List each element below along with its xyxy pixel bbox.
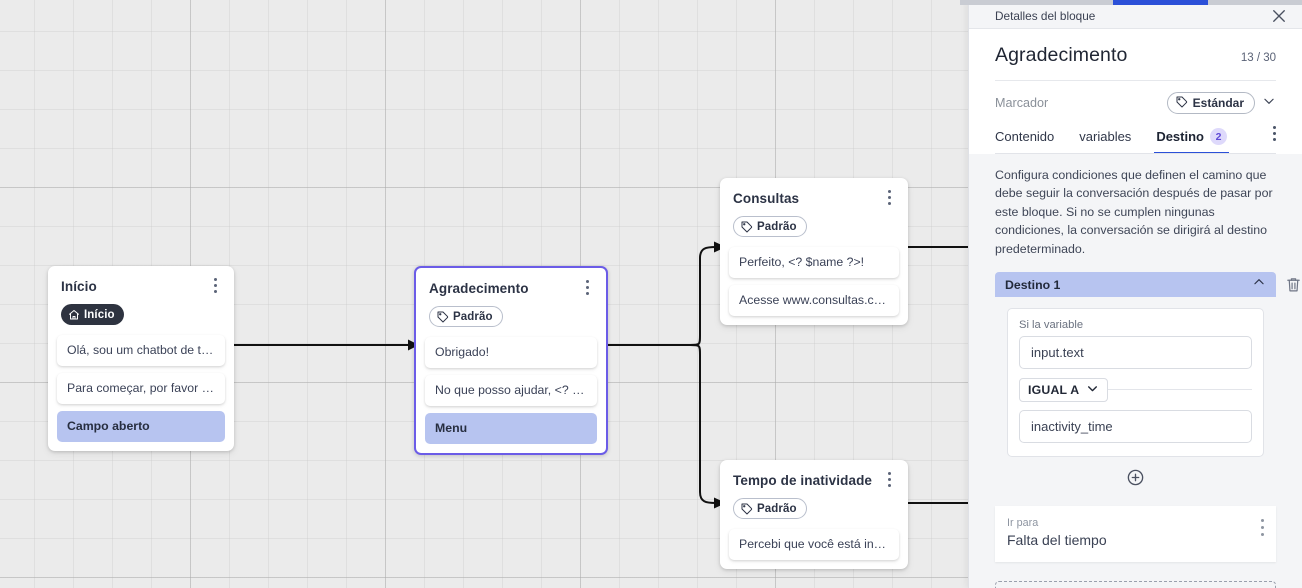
node-item[interactable]: Perfeito, <? $name ?>!: [729, 246, 899, 278]
node-badge-label: Padrão: [757, 220, 797, 233]
condition-box: Si la variable input.text IGUAL A inacti…: [1007, 308, 1264, 458]
home-icon: [68, 309, 80, 321]
panel-body: Agradecimento 13 / 30 Marcador Estándar: [969, 29, 1302, 154]
node-title: Início: [61, 279, 97, 294]
goto-menu-button[interactable]: [1260, 516, 1264, 540]
node-badge-label: Padrão: [453, 310, 493, 323]
destino-header-label: Destino 1: [1005, 277, 1061, 292]
tag-icon: [437, 311, 449, 323]
window-top-accent: [1113, 0, 1208, 5]
node-title: Agradecimento: [429, 281, 529, 296]
panel-header: Detalles del bloque: [969, 0, 1302, 29]
marcador-row: Marcador Estándar: [995, 81, 1276, 124]
marcador-label: Marcador: [995, 96, 1049, 110]
node-item[interactable]: Percebi que você está inativo. C...: [729, 528, 899, 560]
chevron-down-icon: [1086, 382, 1099, 398]
node-item[interactable]: Obrigado!: [425, 336, 597, 368]
variable-field[interactable]: input.text: [1019, 336, 1252, 370]
node-item[interactable]: Para começar, por favor digite o ...: [57, 372, 225, 404]
plus-circle-icon: [1126, 468, 1145, 492]
tag-icon: [741, 503, 753, 515]
flow-node-consultas[interactable]: Consultas Padrão Perfeito, <? $name ?>! …: [720, 178, 908, 325]
goto-card[interactable]: Ir para Falta del tiempo: [995, 506, 1276, 563]
char-counter: 13 / 30: [1240, 52, 1276, 64]
chevron-down-icon[interactable]: [1262, 94, 1276, 113]
tab-label: variables: [1079, 129, 1132, 144]
operator-select[interactable]: IGUAL A: [1019, 378, 1109, 403]
marcador-control[interactable]: Estándar: [1166, 92, 1276, 114]
node-item[interactable]: No que posso ajudar, <? $name ...: [425, 374, 597, 406]
flow-node-inicio[interactable]: Início Início Olá, sou um chatbot de tes…: [48, 266, 234, 451]
page-title: Agradecimento: [995, 44, 1128, 66]
tab-contenido[interactable]: Contenido: [995, 125, 1054, 153]
goto-label: Ir para: [1007, 517, 1039, 530]
block-details-panel: Detalles del bloque Agradecimento 13 / 3…: [968, 0, 1302, 588]
tag-icon: [1176, 96, 1188, 111]
add-condition-button[interactable]: [995, 457, 1276, 506]
destino-card: Destino 1 Si la variable input.text: [995, 272, 1300, 563]
node-badge[interactable]: Padrão: [733, 216, 807, 237]
tag-icon: [741, 221, 753, 233]
node-item[interactable]: Acesse www.consultas.com par...: [729, 284, 899, 316]
destino-description: Configura condiciones que definen el cam…: [995, 168, 1273, 256]
goto-value: Falta del tiempo: [1007, 532, 1107, 549]
node-header: Consultas Padrão: [720, 178, 908, 238]
trash-icon[interactable]: [1285, 276, 1302, 298]
node-item[interactable]: Campo aberto: [57, 410, 225, 442]
destino-header[interactable]: Destino 1: [995, 272, 1276, 298]
panel-content: Configura condiciones que definen el cam…: [969, 154, 1302, 588]
operator-row: IGUAL A: [1019, 378, 1252, 403]
node-item-list: Perfeito, <? $name ?>! Acesse www.consul…: [720, 238, 908, 316]
tab-label: Contenido: [995, 129, 1055, 144]
node-item-list: Percebi que você está inativo. C...: [720, 520, 908, 560]
panel-header-title: Detalles del bloque: [995, 8, 1096, 23]
flow-node-tempo-de-inatividade[interactable]: Tempo de inatividade Padrão Percebi que …: [720, 460, 908, 569]
node-menu-button[interactable]: [579, 280, 595, 298]
node-menu-button[interactable]: [881, 190, 897, 208]
panel-overflow-menu-button[interactable]: [1273, 125, 1276, 153]
condition-label: Si la variable: [1019, 319, 1084, 332]
block-title-row: Agradecimento 13 / 30: [995, 29, 1276, 81]
close-icon[interactable]: [1270, 7, 1288, 25]
marcador-value: Estándar: [1192, 96, 1244, 110]
node-item[interactable]: Menu: [425, 412, 597, 444]
marcador-pill[interactable]: Estándar: [1166, 92, 1255, 114]
node-header: Tempo de inatividade Padrão: [720, 460, 908, 520]
tab-label: Destino: [1156, 129, 1204, 144]
flow-canvas[interactable]: Início Início Olá, sou um chatbot de tes…: [0, 0, 968, 588]
node-item-list: Olá, sou um chatbot de teste! Para começ…: [48, 326, 234, 442]
node-badge[interactable]: Padrão: [429, 306, 503, 327]
status-badge: 2: [1209, 128, 1227, 145]
operator-label: IGUAL A: [1028, 383, 1080, 398]
flow-node-agradecimento[interactable]: Agradecimento Padrão Obrigado! No que po…: [414, 266, 608, 455]
node-badge[interactable]: Padrão: [733, 498, 807, 519]
node-item[interactable]: Olá, sou um chatbot de teste!: [57, 334, 225, 366]
node-menu-button[interactable]: [881, 472, 897, 490]
node-menu-button[interactable]: [207, 278, 223, 296]
tabs-divider: [995, 153, 1276, 154]
node-title: Consultas: [733, 191, 800, 206]
tab-variables[interactable]: variables: [1079, 125, 1131, 153]
node-title: Tempo de inatividade: [733, 473, 873, 488]
node-header: Início Início: [48, 266, 234, 326]
tab-destino[interactable]: Destino 2: [1154, 124, 1229, 154]
panel-tabs: Contenido variables Destino 2: [995, 124, 1276, 154]
node-badge[interactable]: Início: [61, 304, 124, 325]
add-destino-button[interactable]: Agregar destino: [995, 581, 1276, 588]
operator-divider: [1019, 389, 1252, 391]
node-item-list: Obrigado! No que posso ajudar, <? $name …: [416, 328, 606, 444]
chevron-up-icon[interactable]: [1252, 275, 1266, 294]
node-header: Agradecimento Padrão: [416, 268, 606, 328]
node-badge-label: Padrão: [757, 502, 797, 515]
compare-value-field[interactable]: inactivity_time: [1019, 410, 1252, 444]
node-badge-label: Início: [84, 308, 115, 321]
